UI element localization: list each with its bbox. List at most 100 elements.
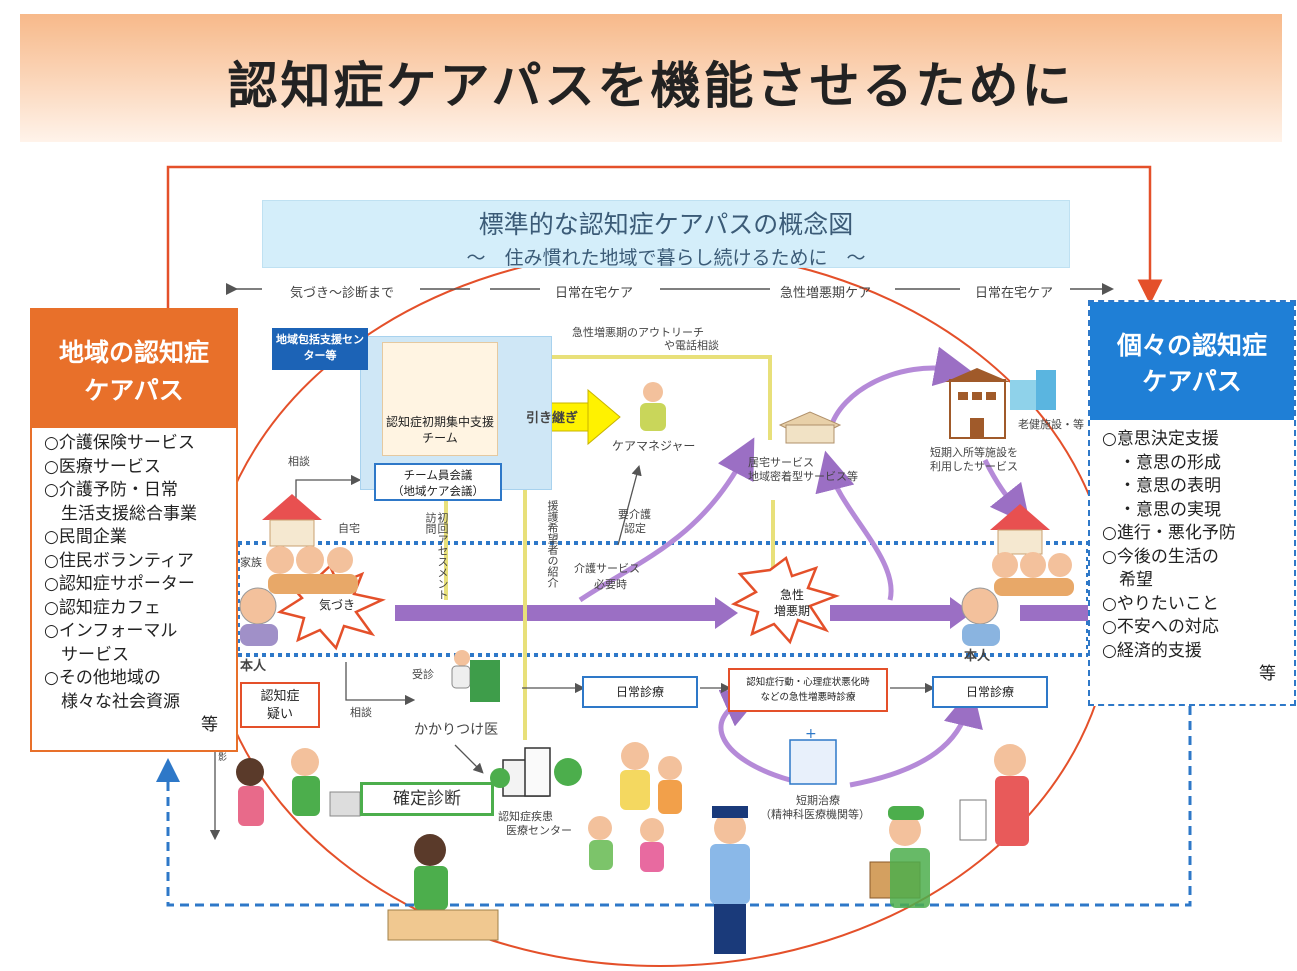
acute-line1: 急性 [779, 588, 804, 602]
list-item: ・意思の形成 [1102, 452, 1221, 473]
svg-text:+: + [805, 726, 817, 742]
care-cert-line1: 要介護 [618, 508, 651, 521]
list-item: ○介護保険サービス [44, 433, 195, 453]
top-loop-line [166, 165, 1163, 310]
list-item: ○進行・悪化予防 [1102, 523, 1236, 543]
etc-label: 等 [1259, 664, 1276, 684]
phase-label-4: 日常在宅ケア [975, 286, 1054, 301]
medical-center-building [490, 747, 582, 797]
family-label: 家族 [240, 556, 262, 569]
bpsd-box: 認知症行動・心理症状悪化時 などの急性増悪時診療 [728, 668, 888, 712]
notice-label: 気づき [318, 598, 355, 612]
short-stay-line1: 短期入所等施設を [930, 446, 1018, 459]
individual-care-path-box: 個々の認知症 ケアパス ○意思決定支援 ・意思の形成 ・意思の表明 ・意思の実現… [1088, 300, 1296, 706]
care-manager-figure [640, 382, 666, 431]
acute-burst [730, 555, 840, 645]
concept-subtitle: ～ 住み慣れた地域で暮らし続けるために ～ [466, 247, 866, 269]
house-left [262, 494, 322, 547]
daily-care-box-2: 日常診療 [932, 676, 1048, 708]
etc-label: 等 [201, 715, 218, 735]
team-meeting-line2: （地域ケア会議） [392, 484, 484, 498]
regional-resource-list: ○介護保険サービス ○医療サービス ○介護予防・日常 生活支援総合事業 ○民間企… [32, 428, 236, 738]
daily-care-box-1: 日常診療 [582, 676, 698, 708]
service-building [778, 411, 842, 444]
consult-label-2: 相談 [350, 706, 372, 719]
house-right [990, 504, 1050, 555]
care-cert-line2: 認定 [624, 522, 646, 535]
team-card [382, 342, 498, 456]
team-meeting-box: チーム員会議 （地域ケア会議） [374, 463, 502, 501]
individual-care-path-title: 個々の認知症 ケアパス [1090, 302, 1294, 420]
corner-label: 影 [218, 753, 228, 763]
home-label: 自宅 [338, 522, 360, 535]
care-manager-label: ケアマネジャー [612, 439, 696, 453]
phase-label-3: 急性増悪期ケア [780, 286, 872, 301]
acute-line2: 増悪期 [773, 604, 810, 618]
person-left-label: 本人 [240, 659, 267, 674]
page-title: 認知症ケアパスを機能させるために [227, 57, 1075, 115]
service-need-line1: 介護サービス [574, 562, 640, 575]
list-item: ○今後の生活の [1102, 546, 1219, 567]
visit-label: 受診 [412, 668, 434, 681]
phase-label-2: 日常在宅ケア [555, 286, 634, 301]
psychiatric-hospital-building: + [789, 726, 837, 785]
center-label: 地域包括支援センター等 [272, 328, 368, 370]
list-item: ○経済的支援 [1102, 640, 1202, 661]
short-treatment-line2: （精神科医療機関等） [760, 808, 870, 821]
medical-center-line2: 医療センター [506, 824, 572, 837]
list-item: ・意思の実現 [1102, 499, 1221, 520]
home-service-line2: 地域密着型サービス等 [748, 470, 858, 483]
outreach-line1: 急性増悪期のアウトリーチ [572, 326, 704, 339]
person-left-figure [239, 587, 278, 646]
regional-title-line2: ケアパス [84, 376, 184, 405]
consult-label: 相談 [288, 455, 310, 468]
bpsd-line1: 認知症行動・心理症状悪化時 [746, 677, 870, 688]
list-item: ○認知症サポーター [44, 574, 195, 594]
medical-center-line1: 認知症疾患 [498, 810, 553, 823]
facility-building [945, 368, 1056, 439]
community-people [236, 742, 1029, 954]
individual-support-list: ○意思決定支援 ・意思の形成 ・意思の表明 ・意思の実現 ○進行・悪化予防 ○今… [1090, 420, 1294, 687]
person-right-label: 本人 [964, 649, 991, 664]
short-stay-line2: 利用したサービス [930, 460, 1018, 473]
family-doctor-label: かかりつけ医 [414, 722, 499, 738]
list-item: ○認知症カフェ [44, 597, 161, 618]
purple-timeline [395, 597, 1088, 629]
list-item: ○意思決定支援 [1102, 429, 1219, 449]
person-right-figure [961, 587, 1000, 646]
short-treatment-line1: 短期治療 [796, 794, 840, 807]
intro-label: 援護希望者の紹介 [546, 500, 559, 588]
list-item: 希望 [1102, 570, 1153, 590]
handover-label: 引き継ぎ [526, 411, 579, 426]
list-item: ○介護予防・日常 [44, 480, 178, 500]
bottom-loop-line [156, 706, 1192, 907]
outreach-line2: や電話相談 [664, 339, 719, 352]
list-item: ・意思の表明 [1102, 476, 1221, 496]
list-item: ○やりたいこと [1102, 593, 1219, 614]
concept-title-box: 標準的な認知症ケアパスの概念図 ～ 住み慣れた地域で暮らし続けるために ～ [262, 200, 1070, 269]
suspect-line2: 疑い [266, 707, 293, 722]
phase-label-1: 気づき～診断まで [290, 286, 395, 301]
list-item: ○その他地域の [44, 668, 161, 688]
regional-care-path-title: 地域の認知症 ケアパス [32, 310, 236, 428]
list-item: ○医療サービス [44, 456, 161, 477]
team-meeting-line1: チーム員会議 [403, 468, 473, 482]
service-need-line2: 必要時 [594, 578, 627, 591]
individual-title-line2: ケアパス [1142, 367, 1242, 396]
list-item: 様々な社会資源 [44, 691, 180, 712]
clinic-figure [451, 650, 500, 702]
diagnosis-box: 確定診断 [360, 782, 494, 816]
purple-curves [578, 346, 1031, 788]
regional-care-path-box: 地域の認知症 ケアパス ○介護保険サービス ○医療サービス ○介護予防・日常 生… [30, 308, 238, 752]
assessment-label: 初回アセスメント訪問 [424, 512, 449, 600]
list-item: ○住民ボランティア [44, 550, 194, 571]
list-item: 生活支援総合事業 [44, 503, 197, 524]
facility-label: 老健施設・等 [1018, 418, 1084, 431]
list-item: ○不安への対応 [1102, 617, 1219, 637]
list-item: ○民間企業 [44, 527, 127, 547]
bpsd-line2: などの急性増悪時診療 [760, 692, 856, 703]
home-service-line1: 居宅サービス [748, 456, 814, 469]
list-item: ○インフォーマル [44, 621, 178, 641]
